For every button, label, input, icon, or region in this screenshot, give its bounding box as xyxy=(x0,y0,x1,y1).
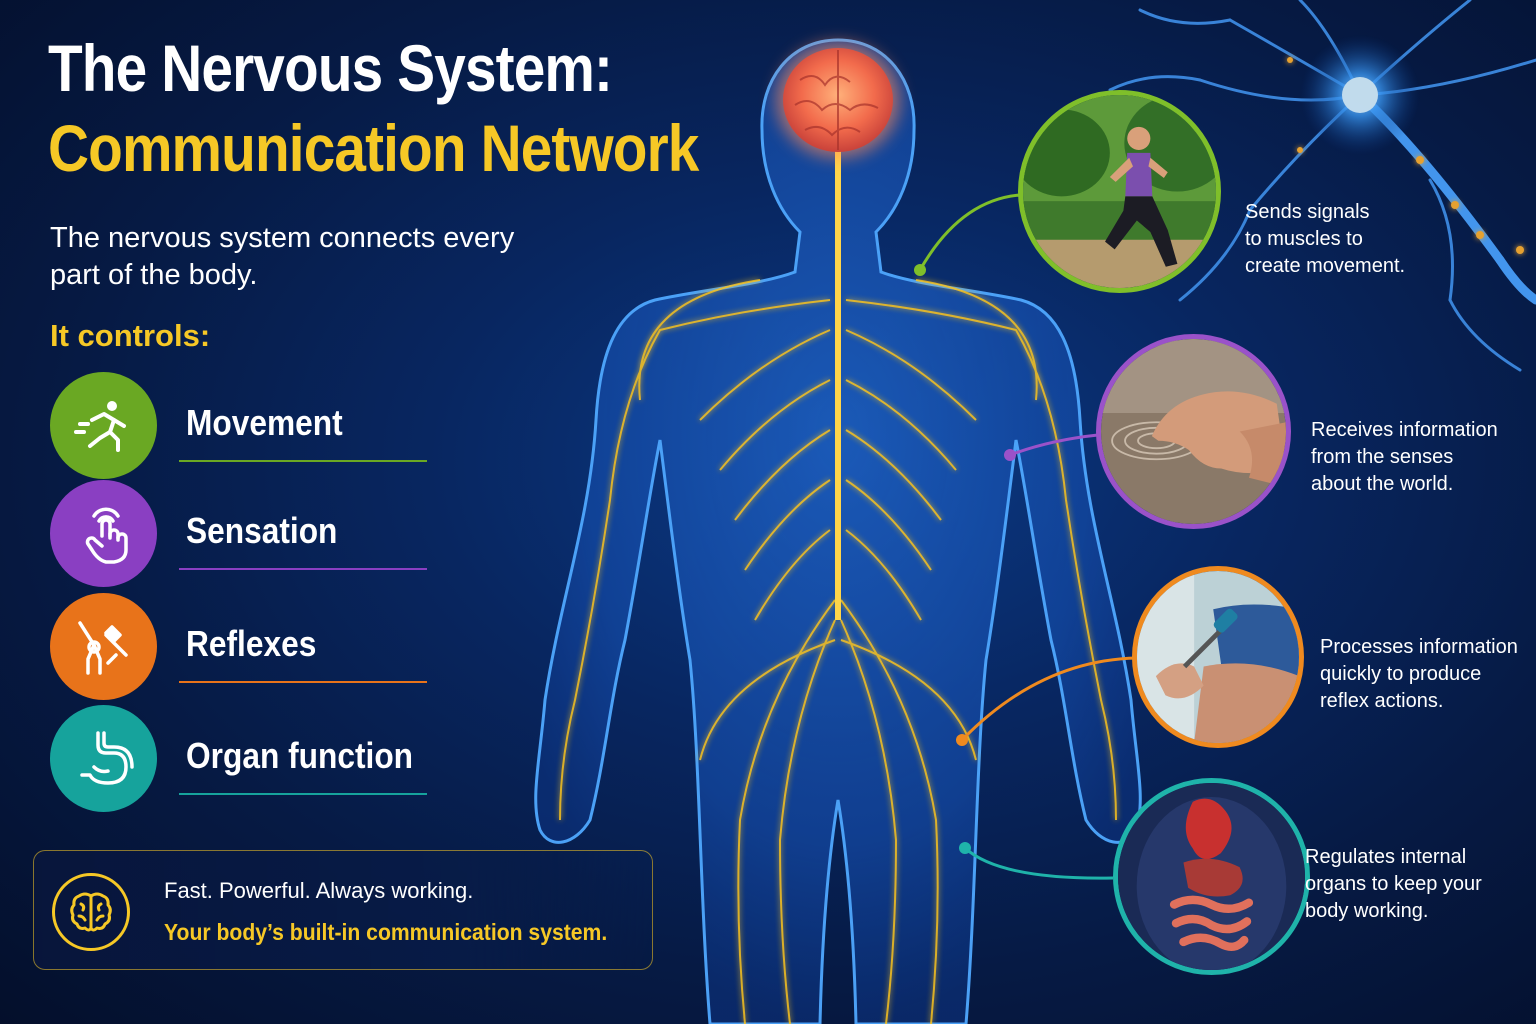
callout-text-sensation: Receives information from the senses abo… xyxy=(1311,419,1498,495)
callout-text-organs: Regulates internal organs to keep your b… xyxy=(1305,846,1482,922)
banner-subtitle: Your body’s built-in communication syste… xyxy=(164,919,608,945)
page-title-line1: The Nervous System: xyxy=(48,31,613,105)
control-divider xyxy=(179,568,427,570)
control-item-movement: Movement xyxy=(50,372,440,482)
control-divider xyxy=(179,460,427,462)
brain-graphic xyxy=(776,42,900,158)
control-label-reflexes: Reflexes xyxy=(186,623,317,664)
callout-text-movement: Sends signals to muscles to create movem… xyxy=(1245,201,1406,277)
stomach-icon xyxy=(50,705,157,812)
control-item-reflexes: Reflexes xyxy=(50,593,440,703)
running-person-icon xyxy=(50,372,157,479)
internal-organs-photo xyxy=(1113,778,1310,975)
control-label-organ-function: Organ function xyxy=(186,735,414,776)
controls-heading: It controls: xyxy=(50,318,211,353)
control-divider xyxy=(179,681,427,683)
control-divider xyxy=(179,793,427,795)
touch-hand-icon xyxy=(50,480,157,587)
banner-tagline: Fast. Powerful. Always working. xyxy=(164,878,474,903)
runner-photo xyxy=(1018,90,1221,293)
knee-reflex-photo xyxy=(1132,566,1304,748)
neuron-graphic xyxy=(1108,0,1536,372)
intro-text: The nervous system connects every part o… xyxy=(50,222,515,291)
peripheral-nerves xyxy=(559,279,1117,1024)
page-title-line2: Communication Network xyxy=(48,111,699,185)
control-item-sensation: Sensation xyxy=(50,480,440,590)
callout-text-reflexes: Processes information quickly to produce… xyxy=(1320,636,1518,712)
brain-icon xyxy=(52,873,130,951)
control-label-sensation: Sensation xyxy=(186,510,338,551)
callout-connectors xyxy=(914,193,1138,880)
finger-touch-photo xyxy=(1096,334,1291,529)
control-item-organ-function: Organ function xyxy=(50,705,440,815)
reflex-hammer-icon xyxy=(50,593,157,700)
summary-banner: Fast. Powerful. Always working. Your bod… xyxy=(33,850,653,970)
control-label-movement: Movement xyxy=(186,402,343,443)
